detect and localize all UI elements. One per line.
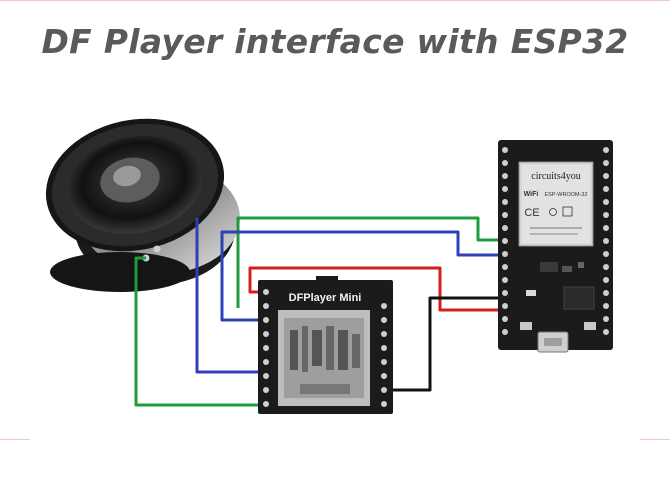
esp32-component-marks xyxy=(530,206,582,235)
wire-green-tx xyxy=(236,216,505,308)
esp32-brand-label: circuits4you xyxy=(531,171,580,182)
wire-blue-spk xyxy=(195,218,262,374)
bottom-divider-right xyxy=(640,439,670,440)
ce-mark: CE xyxy=(524,207,539,219)
wire-green-spk xyxy=(134,256,262,407)
speaker-terminal-1 xyxy=(153,245,161,253)
speaker-icon xyxy=(45,118,240,292)
esp32-module-shield xyxy=(518,161,594,247)
wire-red-vcc xyxy=(248,266,505,312)
dfplayer-board: DFPlayer Mini xyxy=(258,276,393,414)
wire-blue-rx xyxy=(220,230,505,322)
wire-black-gnd xyxy=(382,296,505,392)
esp32-smd-components xyxy=(520,262,596,330)
usb-port-icon xyxy=(537,331,569,353)
esp32-board: circuits4you WiFi ESP-WROOM-32 CE xyxy=(498,140,613,353)
page-title: DF Player interface with ESP32 xyxy=(41,22,629,61)
dfplayer-right-pins xyxy=(381,303,387,407)
wifi-icon: WiFi xyxy=(524,191,539,198)
sd-card-slot-icon xyxy=(278,310,370,406)
top-divider xyxy=(0,0,670,1)
esp32-left-pins xyxy=(502,147,508,335)
wires xyxy=(134,216,505,407)
esp32-module-label: ESP-WROOM-32 xyxy=(544,192,587,198)
bottom-divider-left xyxy=(0,439,30,440)
dfplayer-label: DFPlayer Mini xyxy=(289,292,362,304)
dfplayer-left-pins xyxy=(263,289,269,407)
esp32-right-pins xyxy=(603,147,609,335)
